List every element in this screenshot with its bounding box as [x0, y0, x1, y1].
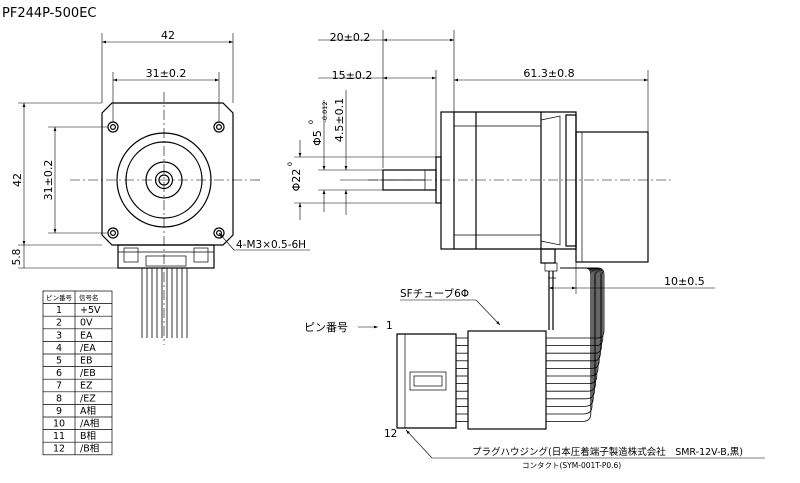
pin-1-label: 1	[386, 320, 393, 332]
dim-mount-31: 31±0.2	[146, 67, 187, 80]
pin-table-signal-name: /EZ	[80, 393, 96, 404]
dim-shaft-dia: Φ5	[311, 130, 324, 146]
dim-shaft-tol-upper: 0	[307, 120, 315, 124]
dim-bottom-5-8: 5.8	[11, 249, 23, 266]
pin-table-signal-name: /B相	[80, 443, 99, 455]
pin-table-header-signal: 信号名	[79, 293, 99, 302]
pin-table-pin-number: 9	[56, 406, 62, 417]
front-connector-block	[117, 244, 215, 269]
pin-table-pin-number: 5	[56, 356, 62, 367]
pin-table-pin-number: 1	[56, 305, 62, 316]
dim-lead-10: 10±0.5	[664, 275, 705, 288]
cable-wires	[548, 267, 605, 422]
dim-len-61-3: 61.3±0.8	[523, 67, 574, 80]
pin-table-header-pin: ピン番号	[46, 294, 73, 302]
pin-table-pin-number: 4	[56, 343, 62, 354]
pin-12-label: 12	[384, 428, 397, 440]
sf-tube-label: SFチューブ6Φ	[400, 287, 469, 300]
pin-table-signal-name: /EB	[80, 368, 96, 379]
dim-height-42: 42	[11, 173, 24, 187]
connector-housing	[396, 333, 457, 429]
pin-table-signal-name: /A相	[80, 418, 99, 430]
pin-table-pin-number: 6	[56, 368, 62, 379]
plug-housing-label: プラグハウジング(日本圧着端子製造株式会社 SMR-12V-B,黒)	[472, 446, 743, 458]
pin-table-signal-name: B相	[80, 430, 96, 442]
sf-tube-sleeve	[467, 330, 547, 430]
connector-assembly: SFチューブ6Φ ピン番号 1 12 プラグハウジング(日本圧着端子製造株式会社…	[304, 267, 765, 470]
pin-table: ピン番号信号名 1 +5V 2 0V 3 EA 4/EA 5 EB 6/EB 7 EZ 8/EZ 9 A相 10…	[42, 290, 113, 456]
dim-boss-dia: Φ22	[290, 169, 303, 192]
screw-spec-label: 4-M3×0.5-6H	[236, 239, 306, 251]
pin-table-pin-number: 11	[53, 431, 65, 442]
pin-table-signal-name: 0V	[80, 318, 93, 329]
pin-table-signal-name: EA	[80, 330, 93, 341]
side-encoder-housing	[575, 131, 649, 263]
pin-table-signal-name: +5V	[80, 305, 101, 316]
pin-table-pin-number: 12	[53, 444, 65, 455]
pin-table-signal-name: EZ	[80, 381, 93, 392]
dim-shaft-tol-lower: -0.012	[321, 102, 329, 123]
dim-boss-tol: 0	[286, 162, 294, 166]
front-housing-outline	[101, 102, 234, 246]
pin-table-signal-name: A相	[80, 405, 96, 417]
pin-table-pin-number: 10	[53, 419, 65, 430]
connector-wire-grid	[456, 337, 598, 423]
front-view: 42 31±0.2 42 31±0.2 5.8 4-M3×0.5-6H	[11, 29, 310, 345]
pin-table-signal-name: EB	[80, 356, 93, 367]
dim-len-15: 15±0.2	[332, 69, 373, 82]
pin-table-pin-number: 7	[56, 381, 62, 392]
dim-height-31: 31±0.2	[42, 160, 55, 201]
dim-len-20: 20±0.2	[330, 31, 371, 44]
pin-table-pin-number: 8	[56, 393, 62, 404]
front-wire-bundle	[141, 268, 188, 338]
drawing-title: PF244P-500EC	[2, 6, 96, 21]
dim-width-42: 42	[161, 29, 175, 42]
pin-table-pin-number: 3	[56, 330, 62, 341]
side-lead-exit	[540, 248, 556, 264]
side-motor-body	[454, 111, 577, 250]
pin-table-pin-number: 2	[56, 318, 62, 329]
side-flange	[440, 111, 455, 250]
contact-label: コンタクト(SYM-001T-P0.6)	[522, 461, 621, 470]
dim-flat-4-5: 4.5±0.1	[333, 98, 346, 142]
pin-table-signal-name: /EA	[80, 343, 96, 354]
side-view: 20±0.2 15±0.2 61.3±0.8 Φ5 0 -0.012 4.5±0…	[286, 30, 715, 294]
pin-number-label: ピン番号	[304, 321, 348, 334]
